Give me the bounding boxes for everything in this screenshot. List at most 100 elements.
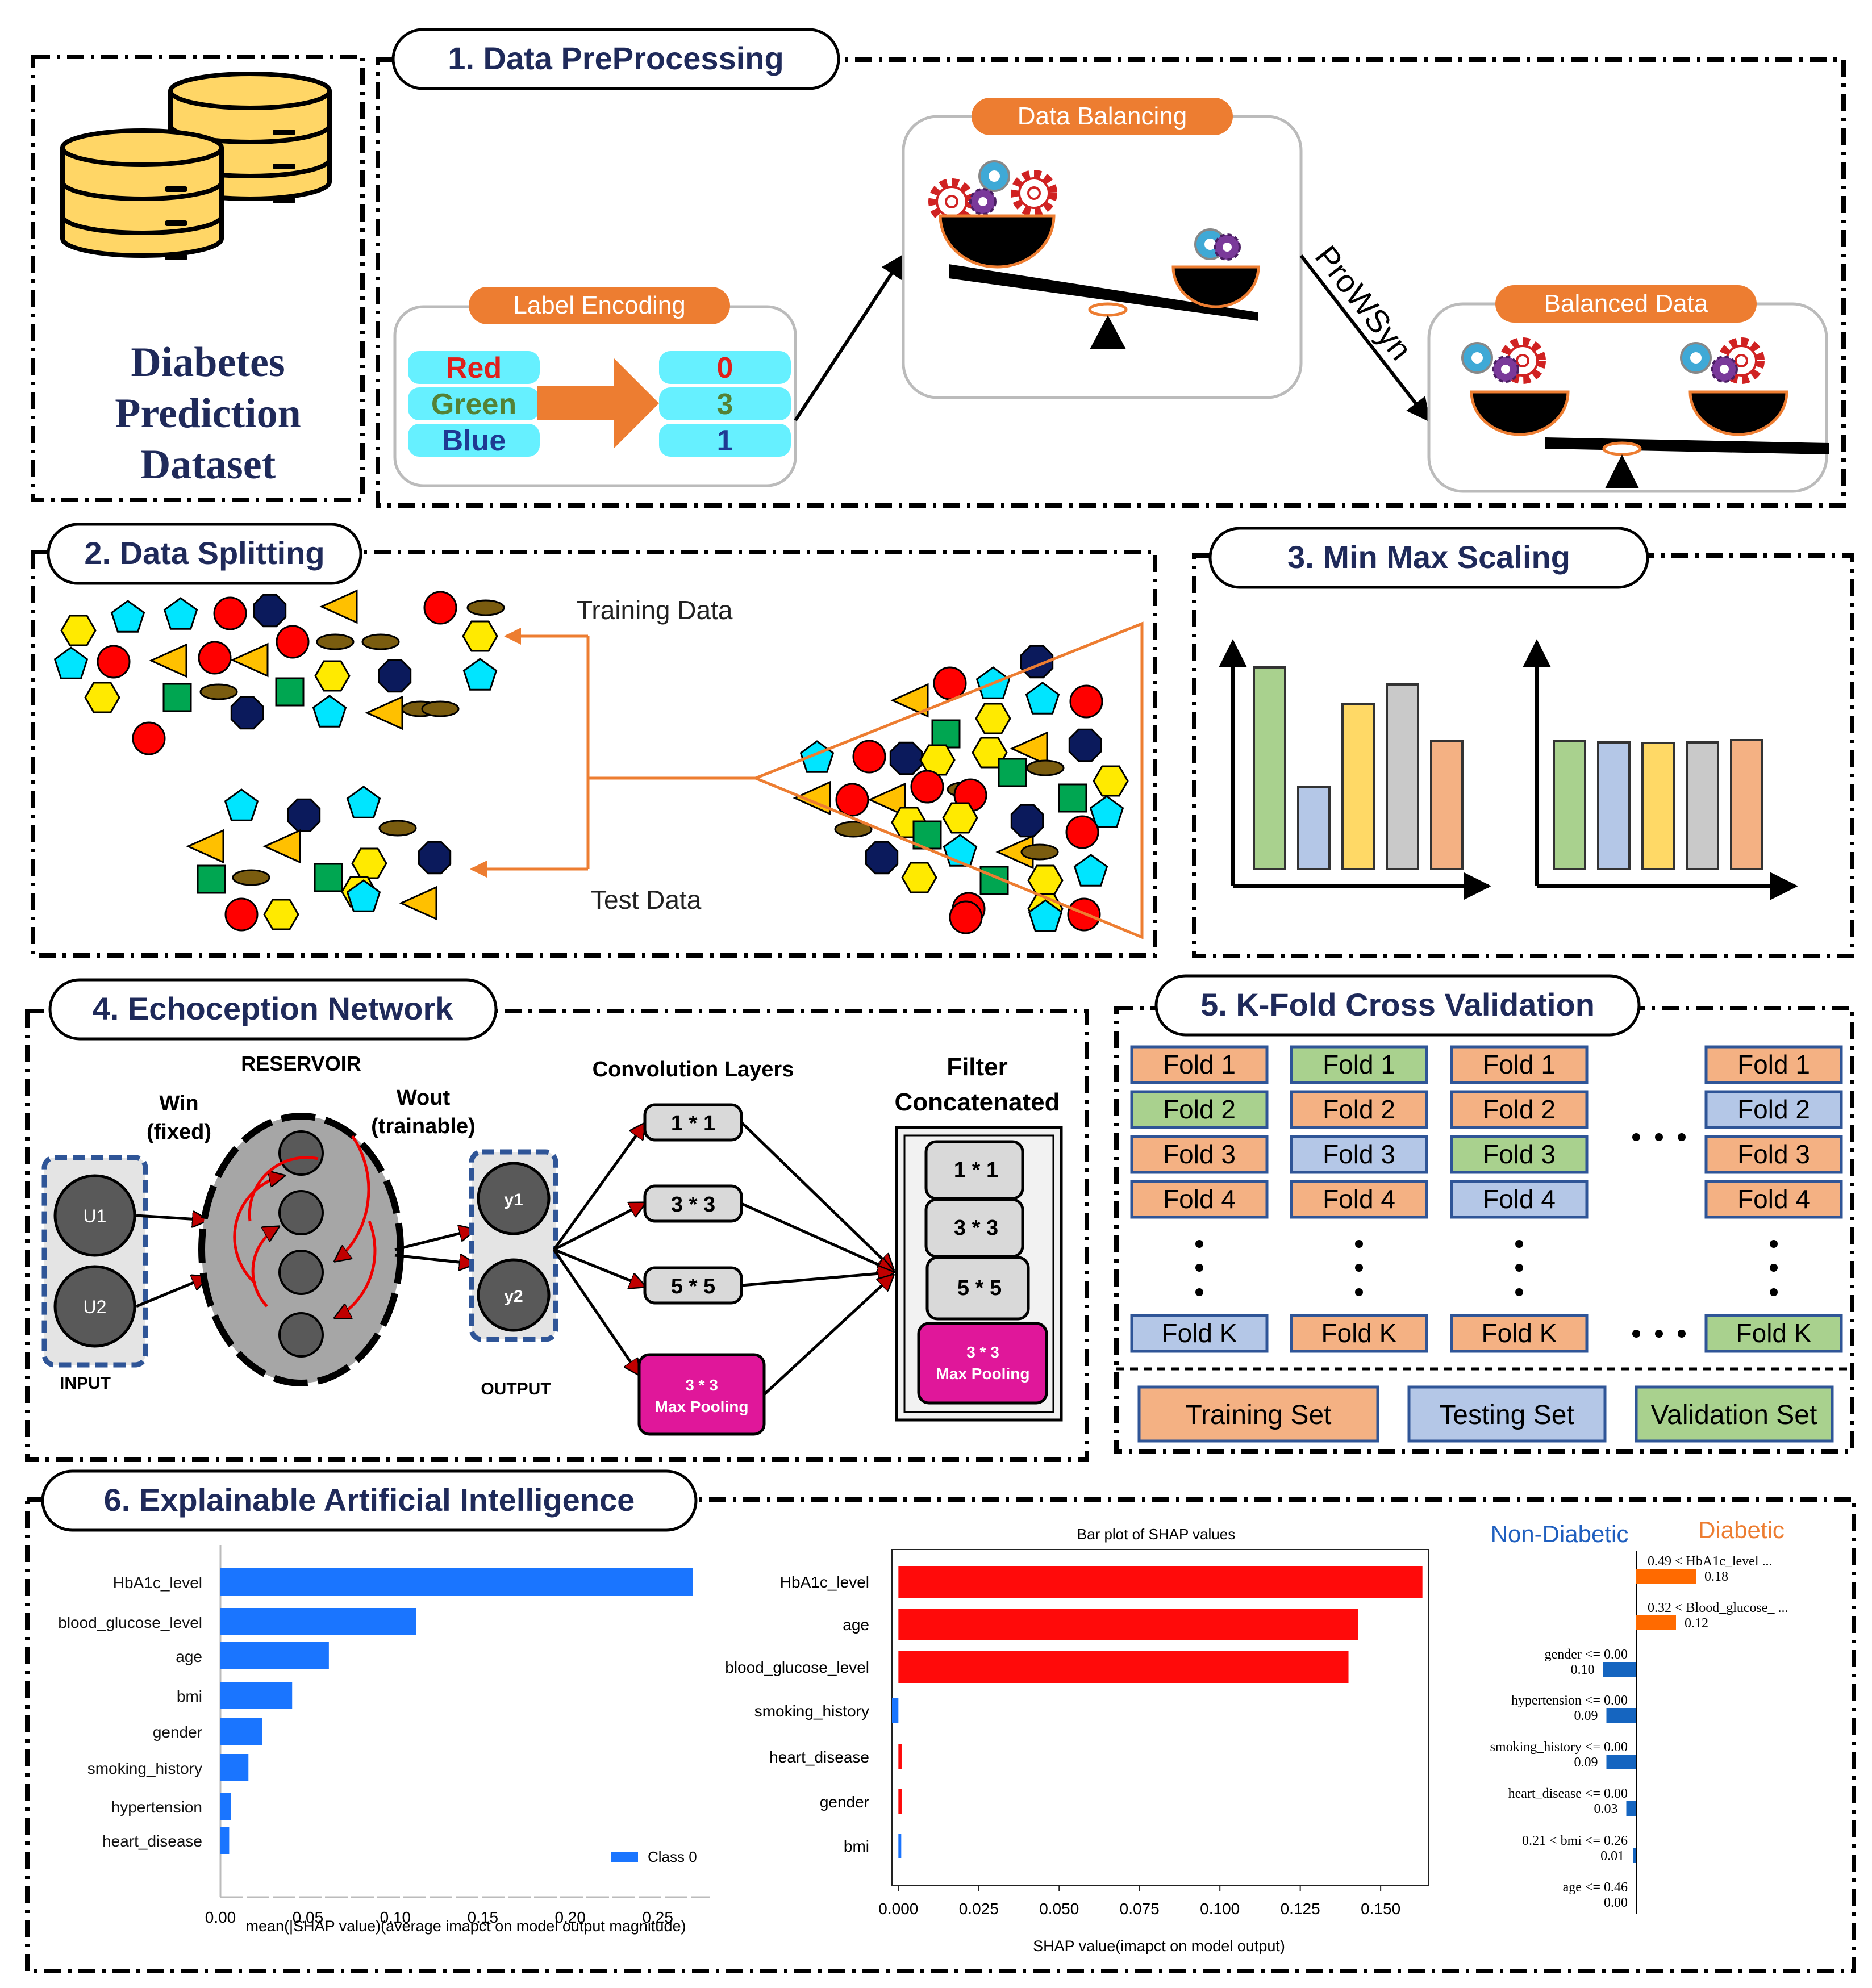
- value-label: 0.10: [1571, 1663, 1595, 1677]
- balanced-scale-icon: [1461, 341, 1829, 488]
- x-tick-label: 0.075: [1120, 1900, 1160, 1918]
- concatenated-label: Concatenated: [895, 1088, 1060, 1116]
- cyan-pentagon-shape: [312, 695, 347, 728]
- lime-explanation-chart: 0.49 < HbA1c_level ...0.180.32 < Blood_g…: [1490, 1551, 1788, 1914]
- yellow-hexagon-shape: [1093, 765, 1129, 797]
- dataset-funnel: [752, 621, 1144, 939]
- enc-label-red: Red: [446, 352, 502, 385]
- yellow-hexagon-shape: [462, 620, 498, 652]
- green-square-shape: [1058, 783, 1087, 813]
- non-diabetic-label: Non-Diabetic: [1491, 1521, 1629, 1547]
- fold-label: Fold 2: [1483, 1095, 1556, 1124]
- orange-triangle-shape: [186, 829, 224, 864]
- bar: [220, 1793, 231, 1820]
- value-label: 0.09: [1574, 1755, 1598, 1770]
- section-title-preprocessing: 1. Data PreProcessing: [448, 40, 783, 76]
- y-tick-label: hypertension: [111, 1798, 202, 1816]
- fold-cell: [1450, 1045, 1589, 1084]
- bar: [1606, 1708, 1636, 1723]
- value-label: 0.03: [1594, 1802, 1618, 1816]
- y-tick-label: heart_disease: [102, 1832, 202, 1850]
- red-circle-shape: [835, 783, 869, 817]
- brown-ellipse-shape: [232, 869, 270, 886]
- orange-triangle-shape: [1010, 731, 1048, 766]
- x-tick-label: 0.000: [878, 1900, 918, 1918]
- cyan-pentagon-shape: [346, 879, 381, 912]
- cyan-pentagon-shape: [1028, 899, 1063, 932]
- y2-label: y2: [504, 1287, 523, 1306]
- brown-ellipse-shape: [421, 700, 460, 717]
- x-tick-label: 0.150: [1361, 1900, 1400, 1918]
- vertical-ellipsis-icon: [1195, 1240, 1203, 1248]
- y-tick-label: age: [176, 1648, 202, 1665]
- vertical-ellipsis-icon: [1770, 1288, 1778, 1296]
- yellow-hexagon-shape: [60, 615, 97, 646]
- red-circle-shape: [224, 897, 259, 932]
- brown-ellipse-shape: [361, 633, 400, 650]
- feature-rule-label: heart_disease <= 0.00: [1508, 1786, 1628, 1801]
- orange-triangle-shape: [262, 829, 301, 864]
- data-balancing-panel: Data Balancing: [902, 98, 1303, 399]
- u2-label: U2: [84, 1297, 107, 1317]
- y-tick-label: HbA1c_level: [780, 1573, 869, 1591]
- balanced-data-title: Balanced Data: [1544, 290, 1708, 318]
- cyan-pentagon-shape: [163, 597, 198, 630]
- red-circle-shape: [132, 721, 166, 755]
- value-label: 0.12: [1685, 1616, 1708, 1631]
- y-tick-label: smoking_history: [754, 1702, 869, 1720]
- green-square-shape: [275, 677, 305, 707]
- bar: [1606, 1755, 1636, 1769]
- conv-5x5-label: 5 * 5: [671, 1275, 715, 1298]
- y-tick-label: gender: [820, 1793, 869, 1811]
- bar: [220, 1682, 293, 1709]
- bar: [898, 1609, 1358, 1640]
- input-node-u1: [53, 1174, 136, 1257]
- enc-code-green: 3: [717, 388, 733, 421]
- legend-training-set: Training Set: [1185, 1400, 1331, 1430]
- vertical-ellipsis-icon: [1355, 1240, 1363, 1248]
- fold-cell: [1290, 1135, 1428, 1174]
- x-tick-label: 0.25: [642, 1908, 673, 1926]
- filter-label: Filter: [947, 1053, 1008, 1081]
- enc-code-blue: 1: [717, 424, 733, 457]
- cyan-pentagon-shape: [224, 788, 259, 821]
- dataset-title-line2: Prediction: [115, 390, 301, 437]
- fold-label: Fold 3: [1483, 1139, 1556, 1169]
- fold-label: Fold 1: [1163, 1050, 1236, 1079]
- y-tick-label: HbA1c_level: [113, 1574, 202, 1592]
- navy-octagon-shape: [1068, 728, 1102, 762]
- value-label: 0.18: [1704, 1569, 1728, 1584]
- dataset-panel: Diabetes Prediction Dataset: [31, 55, 365, 502]
- x-tick-label: 0.15: [468, 1908, 499, 1926]
- unscaled-bars-icon: [1219, 639, 1491, 900]
- output-node-y1: [477, 1162, 551, 1235]
- y-tick-label: heart_disease: [769, 1748, 869, 1766]
- value-label: 0.09: [1574, 1709, 1598, 1723]
- fold-cell: [1130, 1180, 1269, 1219]
- fold-cell: [1130, 1045, 1269, 1084]
- brown-ellipse-shape: [316, 633, 355, 650]
- input-label: INPUT: [60, 1374, 111, 1393]
- cyan-pentagon-shape: [110, 600, 145, 633]
- pool-type-label: Max Pooling: [655, 1398, 749, 1415]
- navy-octagon-shape: [230, 696, 264, 730]
- yellow-hexagon-shape: [351, 847, 387, 879]
- y-tick-label: blood_glucose_level: [58, 1614, 202, 1631]
- win-fixed-label: (fixed): [147, 1120, 211, 1144]
- vertical-ellipsis-icon: [1770, 1240, 1778, 1248]
- bar: [898, 1834, 902, 1858]
- unbalanced-scale-icon: [932, 160, 1260, 349]
- section-title-kfold: 5. K-Fold Cross Validation: [1200, 987, 1595, 1022]
- vertical-ellipsis-icon: [1355, 1264, 1363, 1272]
- cyan-pentagon-shape: [1025, 682, 1060, 715]
- x-axis-label: SHAP value(imapct on model output): [1033, 1937, 1285, 1954]
- section-data-splitting: 2. Data Splitting Training Data Test Dat…: [31, 523, 1157, 958]
- legend-swatch: [611, 1852, 638, 1862]
- training-data-shapes: [53, 589, 505, 755]
- feature-rule-label: 0.21 < bmi <= 0.26: [1522, 1834, 1628, 1848]
- win-label: Win: [159, 1092, 198, 1116]
- x-tick-label: 0.10: [380, 1908, 411, 1926]
- fold-cell: [1290, 1180, 1428, 1219]
- cyan-pentagon-shape: [1073, 854, 1108, 887]
